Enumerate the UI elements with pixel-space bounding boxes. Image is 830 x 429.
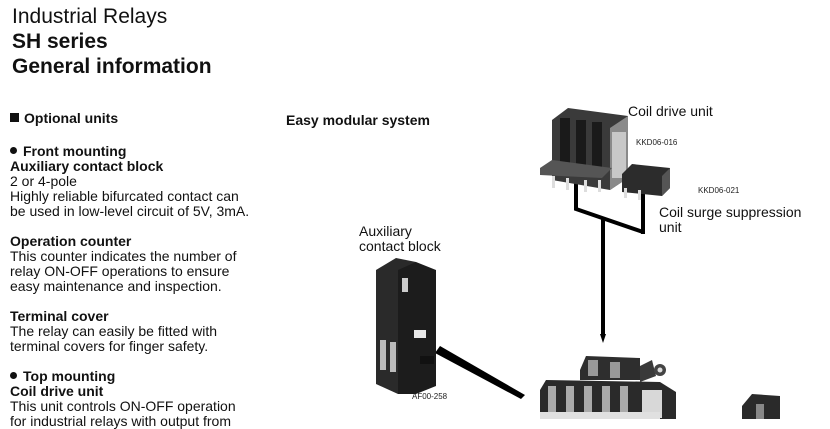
main-relay-photo: [540, 356, 676, 419]
item-text: easy maintenance and inspection.: [10, 278, 222, 294]
modular-system-diagram: [376, 108, 780, 419]
item-title: Auxiliary contact block: [10, 158, 164, 174]
auxiliary-contact-block-label-line1: Auxiliary: [359, 223, 412, 239]
coil-drive-connector: [574, 182, 644, 234]
auxiliary-contact-block-photo: [376, 258, 436, 394]
item-text: The relay can easily be fitted with: [10, 323, 217, 339]
item-title: Coil drive unit: [10, 383, 104, 399]
square-bullet-icon: [10, 113, 19, 122]
item-text: Highly reliable bifurcated contact can: [10, 188, 239, 204]
coil-surge-unit-photo: [622, 164, 670, 200]
auxiliary-contact-block-label-line2: contact block: [359, 238, 441, 254]
document-section-title: General information: [12, 55, 212, 78]
top-mounting-heading: Top mounting: [10, 369, 280, 384]
front-mounting-heading: Front mounting: [10, 144, 280, 159]
coil-surge-unit-code: KKD06-021: [698, 186, 740, 195]
auxiliary-contact-block-code: AF00-258: [412, 392, 448, 401]
item-text: relay ON-OFF operations to ensure: [10, 263, 230, 279]
item-text: be used in low-level circuit of 5V, 3mA.: [10, 203, 250, 219]
bullet-icon: [10, 372, 17, 379]
coil-drive-unit-code: KKD06-016: [636, 138, 678, 147]
optional-units-section: Optional units Front mounting Auxiliary …: [10, 111, 280, 429]
document-series: SH series: [12, 30, 108, 53]
trunk-arrow-tip: [600, 334, 606, 343]
optional-units-heading: Optional units: [10, 111, 280, 126]
coil-drive-unit-label: Coil drive unit: [628, 103, 713, 119]
coil-surge-unit-label-line2: unit: [659, 219, 682, 235]
bullet-icon: [10, 147, 17, 154]
coil-surge-unit-label-line1: Coil surge suppression: [659, 204, 802, 220]
item-title: Terminal cover: [10, 308, 109, 324]
item-title: Operation counter: [10, 233, 132, 249]
diagram-title: Easy modular system: [286, 112, 430, 128]
item-text: This counter indicates the number of: [10, 248, 237, 264]
operation-counter-item: Operation counter This counter indicates…: [10, 234, 280, 294]
coil-drive-unit-photo: [540, 108, 628, 192]
item-text: This unit controls ON-OFF operation: [10, 398, 236, 414]
item-text: terminal covers for finger safety.: [10, 338, 209, 354]
terminal-block-photo: [742, 394, 780, 419]
terminal-cover-item: Terminal cover The relay can easily be f…: [10, 309, 280, 354]
auxiliary-contact-block-item: Auxiliary contact block 2 or 4-pole High…: [10, 159, 280, 219]
document-category: Industrial Relays: [12, 5, 168, 28]
item-text: 2 or 4-pole: [10, 173, 77, 189]
connector-lines: [435, 182, 645, 399]
aux-connector: [435, 346, 525, 399]
